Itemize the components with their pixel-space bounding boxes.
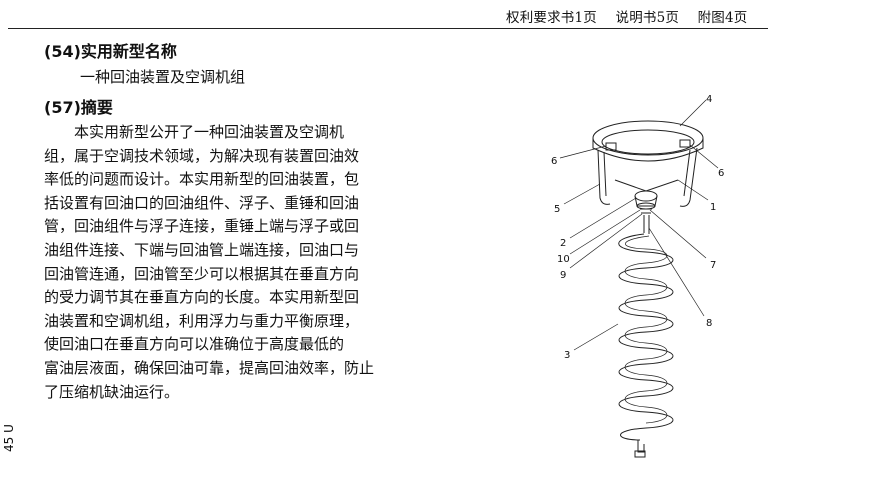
bracket-right xyxy=(679,139,691,148)
connector xyxy=(640,208,652,214)
support-arm-right xyxy=(679,147,698,207)
label-6: 6 xyxy=(551,156,557,167)
leader-7 xyxy=(649,209,707,259)
label-9: 9 xyxy=(560,270,566,281)
leader-4 xyxy=(679,99,707,127)
spiral-coil xyxy=(618,233,674,441)
label-5: 5 xyxy=(554,204,560,215)
abstract-heading: (57)摘要 xyxy=(44,98,113,117)
label-7: 7 xyxy=(710,260,716,271)
weight-top xyxy=(634,190,658,202)
label-4: 4 xyxy=(706,94,712,105)
drawings-pages: 附图4页 xyxy=(697,10,748,26)
pipe-end xyxy=(637,440,645,453)
utility-model-name-heading: (54)实用新型名称 xyxy=(44,42,177,61)
abstract-line: 油组件连接、下端与回油管上端连接，回油口与 xyxy=(44,240,360,259)
leader-6a xyxy=(559,145,607,159)
oil-return-device-drawing: 4 6 6 1 5 2 10 9 7 8 3 xyxy=(551,94,724,458)
abstract-line: 的受力调节其在垂直方向的长度。本实用新型回 xyxy=(44,288,360,307)
leader-5 xyxy=(563,183,601,205)
abstract-line: 括设置有回油口的回油组件、浮子、重锤和回油 xyxy=(44,193,360,212)
label-2: 2 xyxy=(560,238,566,249)
abstract-line: 回油管连通，回油管至少可以根据其在垂直方向 xyxy=(44,264,360,283)
leader-9 xyxy=(569,213,643,269)
bracket-left xyxy=(605,142,617,151)
page-header: 权利要求书1页 说明书5页 附图4页 xyxy=(506,6,761,26)
weight-body xyxy=(634,195,658,207)
leader-8 xyxy=(648,227,705,317)
abstract-line: 使回油口在垂直方向可以准确位于高度最低的 xyxy=(44,335,345,354)
label-3: 3 xyxy=(564,350,570,361)
oil-return-pipe xyxy=(643,215,650,234)
abstract-body: 本实用新型公开了一种回油装置及空调机 组，属于空调技术领域，为解决现有装置回油效… xyxy=(44,121,419,404)
label-1: 1 xyxy=(710,202,716,213)
support-arm-left-inner xyxy=(603,151,607,197)
leader-3 xyxy=(573,323,619,351)
abstract-line: 本实用新型公开了一种回油装置及空调机 xyxy=(44,123,345,141)
leader-10 xyxy=(569,209,641,255)
leader-1 xyxy=(677,179,709,201)
abstract-line: 率低的问题而设计。本实用新型的回油装置，包 xyxy=(44,170,360,189)
float-ring-inner xyxy=(601,129,695,155)
abstract-line: 油装置和空调机组，利用浮力与重力平衡原理， xyxy=(44,311,360,330)
cross-bar xyxy=(614,179,679,192)
side-code: 45 U xyxy=(2,424,16,452)
abstract-line: 管，回油组件与浮子连接，重锤上端与浮子或回 xyxy=(44,217,360,236)
label-6: 6 xyxy=(718,168,724,179)
label-8: 8 xyxy=(706,318,712,329)
label-10: 10 xyxy=(557,254,570,265)
abstract-line: 了压缩机缺油运行。 xyxy=(44,382,180,401)
leader-6b xyxy=(689,144,719,169)
support-arm-right-inner xyxy=(683,149,691,197)
spiral-coil-inner xyxy=(624,235,668,424)
utility-model-name: 一种回油装置及空调机组 xyxy=(80,68,246,86)
description-pages: 说明书5页 xyxy=(615,10,680,26)
abstract-line: 富油层液面，确保回油可靠，提高回油效率，防止 xyxy=(44,358,375,377)
pipe-end-cap xyxy=(634,450,646,458)
header-rule xyxy=(8,28,768,29)
leader-2 xyxy=(569,197,637,239)
support-arm-left xyxy=(597,149,611,205)
abstract-line: 组，属于空调技术领域，为解决现有装置回油效 xyxy=(44,146,360,165)
claims-pages: 权利要求书1页 xyxy=(506,10,597,26)
